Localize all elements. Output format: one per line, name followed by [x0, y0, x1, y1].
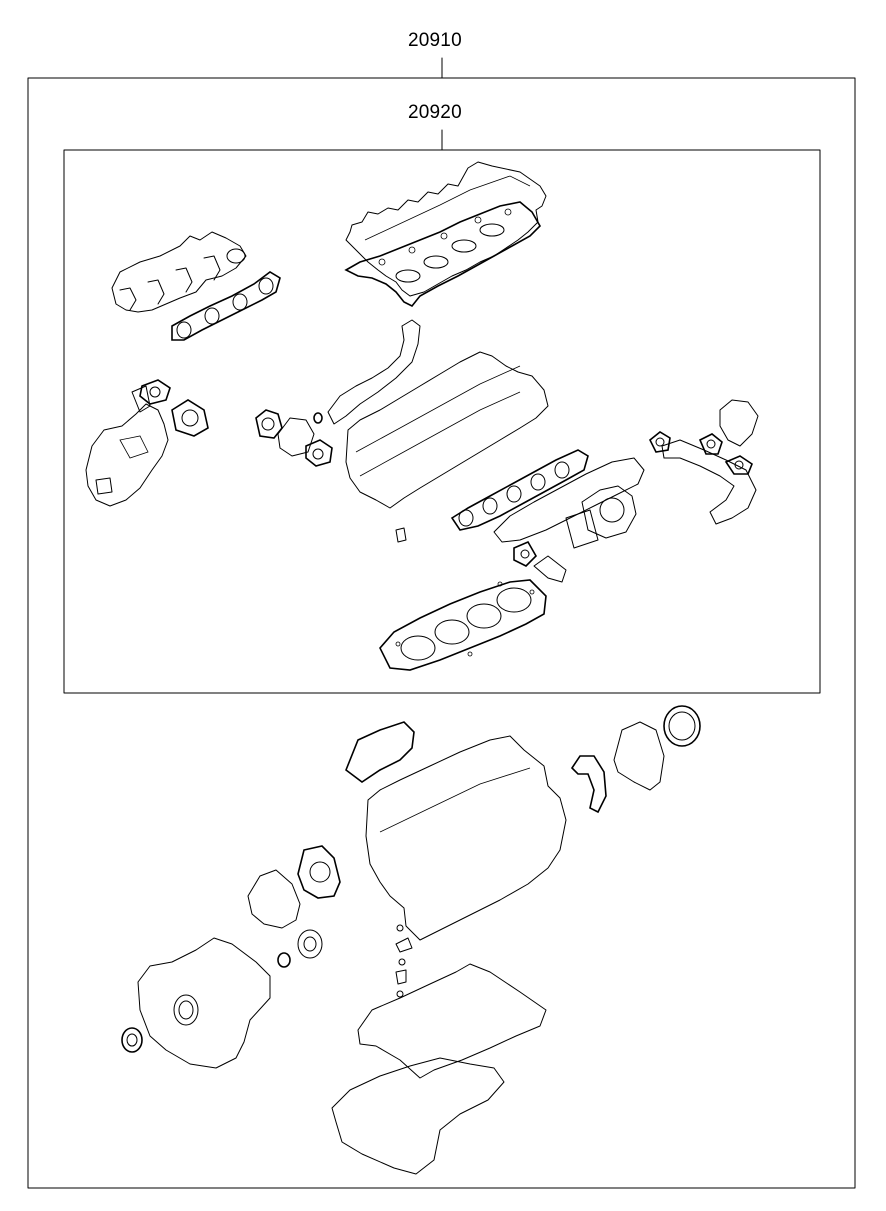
assembly-frame	[27, 57, 856, 1189]
water-outlet-housing	[277, 417, 315, 457]
oil-pan	[331, 1057, 505, 1175]
oil-feed-pipe	[533, 555, 567, 583]
plug-small	[395, 527, 407, 543]
cylinder-head-gasket	[379, 579, 547, 671]
intake-manifold-gasket	[171, 271, 281, 341]
timing-cover	[137, 937, 271, 1069]
front-crankshaft-oil-seal	[121, 1027, 143, 1053]
water-pump	[247, 869, 301, 929]
turbo-heat-shield	[565, 509, 599, 549]
coolant-pipe	[327, 319, 421, 425]
intake-manifold	[111, 231, 247, 313]
rear-main-seal-housing-gasket	[570, 755, 607, 814]
turbocharger	[581, 485, 637, 539]
o-ring	[313, 412, 323, 424]
egr-valve-assembly	[85, 385, 169, 507]
egr-pipe-gasket-upper	[648, 431, 671, 453]
front-cover-gasket	[345, 721, 415, 783]
assembly-part-number: 20910	[408, 30, 462, 51]
water-pump-pulley	[297, 929, 323, 959]
egr-cooler-housing	[719, 399, 759, 447]
engine-block	[365, 735, 567, 941]
rear-oil-seal-retainer	[613, 721, 665, 791]
rocker-cover-gasket	[344, 201, 541, 308]
thermostat-gasket	[305, 439, 333, 467]
egr-pipe-gasket-middle	[698, 433, 723, 455]
egr-cooler-pipe	[661, 439, 757, 525]
rocker-cover	[345, 161, 547, 297]
exhaust-manifold-gasket	[450, 449, 589, 531]
oil-pan-gasket	[357, 963, 547, 1079]
egr-pipe-gasket-lower	[724, 455, 753, 475]
egr-gasket-large	[171, 399, 209, 437]
pump-o-ring	[277, 952, 291, 968]
subassembly-part-number: 20920	[408, 102, 462, 123]
exhaust-manifold	[493, 457, 645, 543]
subassembly-frame	[63, 129, 821, 694]
turbo-outlet-gasket	[513, 540, 537, 567]
water-pump-gasket	[297, 845, 341, 899]
cylinder-head	[345, 351, 549, 509]
rear-crankshaft-oil-seal	[663, 705, 701, 747]
small-fittings	[395, 924, 413, 998]
egr-gasket-small	[139, 379, 171, 405]
